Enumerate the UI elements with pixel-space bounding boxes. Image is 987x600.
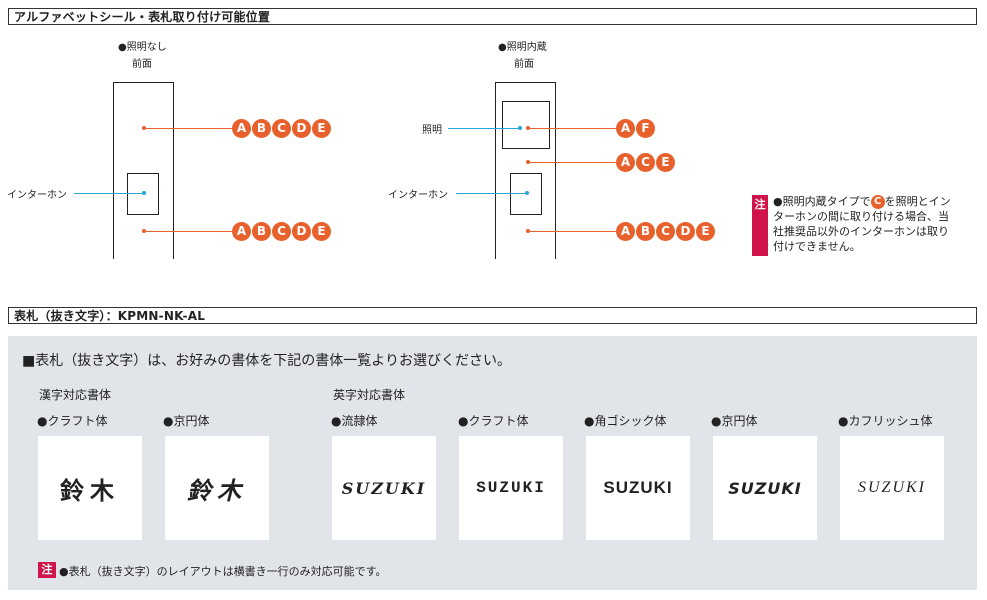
left-face-label: 前面 — [132, 59, 152, 70]
left-type-label: ●照明なし — [118, 42, 167, 53]
position-letter-c: C — [272, 222, 291, 241]
left-bottom-dot — [142, 229, 146, 233]
font-card-kanji-craft[interactable]: 鈴木 — [38, 436, 142, 540]
font-name-english-kyoen: ●京円体 — [711, 414, 758, 428]
font-sample-english-gothic: SUZUKI — [603, 478, 673, 497]
section2-header: 表札（抜き文字）：KPMN-NK-AL — [8, 307, 977, 324]
left-top-dot — [142, 126, 146, 130]
left-top-leader — [146, 128, 232, 129]
left-bottom-leader — [146, 231, 232, 232]
section1-title: アルファベットシール・表札取り付け可能位置 — [14, 10, 271, 24]
position-letter-d: D — [676, 222, 695, 241]
position-letter-a: A — [616, 119, 635, 138]
position-letter-b: B — [636, 222, 655, 241]
position-letter-d: D — [292, 119, 311, 138]
section2-note-tag: 注 — [38, 562, 56, 578]
note-line3: 社推奨品以外のインターホンは取り — [773, 225, 949, 238]
position-letter-b: B — [252, 119, 271, 138]
typeface-intro: ■表札（抜き文字）は、お好みの書体を下記の書体一覧よりお選びください。 — [22, 353, 511, 369]
font-sample-english-caflisch: SUZUKI — [857, 479, 926, 496]
font-card-english-craft[interactable]: SUZUKI — [459, 436, 563, 540]
position-letter-a: A — [616, 222, 635, 241]
font-name-english-caflisch: ●カフリッシュ体 — [838, 414, 933, 428]
right-light-dot-blue — [518, 126, 522, 130]
left-intercom-dot — [142, 191, 146, 195]
note-tag: 注 — [752, 195, 768, 256]
font-sample-english-ryurei: SUZUKI — [341, 478, 427, 498]
font-name-english-gothic: ●角ゴシック体 — [584, 414, 667, 428]
section2-title: 表札（抜き文字）：KPMN-NK-AL — [14, 309, 206, 323]
right-row3-leader — [530, 231, 616, 232]
section2-note: ●表札（抜き文字）のレイアウトは横書き一行のみ対応可能です。 — [59, 565, 387, 578]
note-prefix: ●照明内蔵タイプで — [773, 195, 871, 208]
position-letter-c: C — [656, 222, 675, 241]
font-name-kanji-kyoen: ●京円体 — [163, 414, 210, 428]
position-letter-c: C — [272, 119, 291, 138]
position-letter-a: A — [616, 153, 635, 172]
font-name-english-ryurei: ●流隷体 — [331, 414, 378, 428]
right-light-box — [502, 101, 550, 149]
right-row2-letters: A C E — [616, 153, 675, 172]
section1-header: アルファベットシール・表札取り付け可能位置 — [8, 8, 977, 25]
font-sample-english-kyoen: SUZUKI — [728, 478, 802, 498]
note-line2: ターホンの間に取り付ける場合、当 — [773, 210, 949, 223]
right-intercom-label: インターホン — [388, 190, 448, 201]
right-row2-leader — [530, 162, 616, 163]
right-intercom-leader — [456, 193, 525, 194]
left-top-letters: A B C D E — [232, 119, 331, 138]
position-letter-e: E — [656, 153, 675, 172]
typeface-panel: ■表札（抜き文字）は、お好みの書体を下記の書体一覧よりお選びください。 漢字対応… — [8, 336, 977, 590]
position-letter-d: D — [292, 222, 311, 241]
right-type-label: ●照明内蔵 — [498, 42, 547, 53]
font-card-english-gothic[interactable]: SUZUKI — [586, 436, 690, 540]
right-gate-panel — [495, 82, 556, 259]
left-bottom-letters: A B C D E — [232, 222, 331, 241]
font-sample-english-craft: SUZUKI — [476, 479, 546, 497]
note-suffix: を照明とイン — [884, 195, 951, 208]
note-letter-c: C — [870, 195, 885, 209]
left-intercom-leader — [74, 193, 142, 194]
position-letter-f: F — [636, 119, 655, 138]
right-face-label: 前面 — [514, 59, 534, 70]
right-row3-dot — [526, 229, 530, 233]
right-row1-dot — [526, 126, 530, 130]
right-row1-leader — [530, 128, 616, 129]
font-card-english-caflisch[interactable]: SUZUKI — [840, 436, 944, 540]
english-group-label: 英字対応書体 — [333, 388, 406, 402]
font-card-english-ryurei[interactable]: SUZUKI — [332, 436, 436, 540]
note-line4: 付けできません。 — [773, 240, 861, 253]
position-letter-c: C — [636, 153, 655, 172]
right-row1-letters: A F — [616, 119, 655, 138]
position-letter-e: E — [312, 119, 331, 138]
right-intercom-dot — [525, 191, 529, 195]
font-card-english-kyoen[interactable]: SUZUKI — [713, 436, 817, 540]
right-row3-letters: A B C D E — [616, 222, 715, 241]
font-name-english-craft: ●クラフト体 — [458, 414, 529, 428]
position-letter-a: A — [232, 222, 251, 241]
right-light-label: 照明 — [422, 125, 442, 136]
left-intercom-label: インターホン — [7, 190, 67, 201]
right-row2-dot — [526, 160, 530, 164]
kanji-group-label: 漢字対応書体 — [39, 388, 112, 402]
font-card-kanji-kyoen[interactable]: 鈴木 — [165, 436, 269, 540]
font-name-kanji-craft: ●クラフト体 — [37, 414, 108, 428]
position-letter-b: B — [252, 222, 271, 241]
position-letter-e: E — [696, 222, 715, 241]
font-sample-kanji-kyoen: 鈴木 — [187, 476, 247, 505]
position-letter-e: E — [312, 222, 331, 241]
font-sample-kanji-craft: 鈴木 — [60, 475, 120, 505]
position-letter-a: A — [232, 119, 251, 138]
left-gate-panel — [113, 82, 174, 259]
right-light-leader — [448, 128, 518, 129]
